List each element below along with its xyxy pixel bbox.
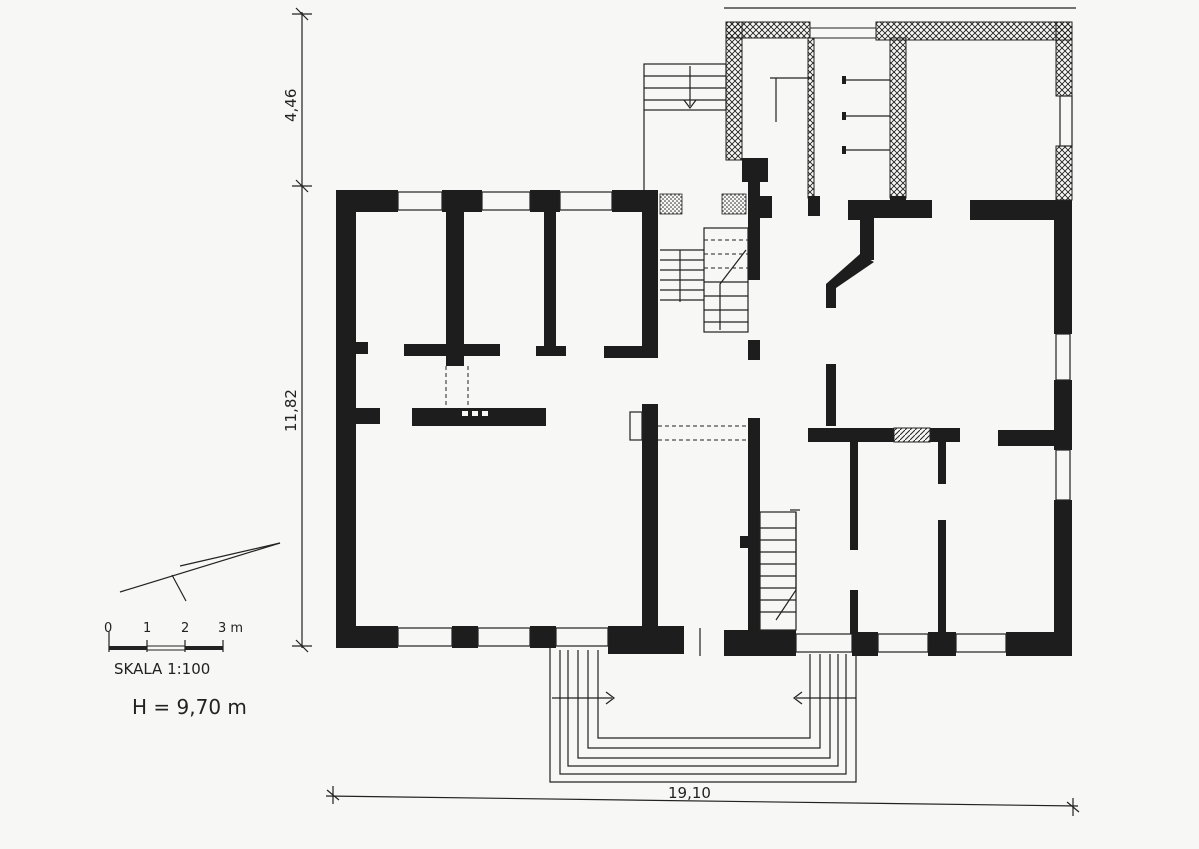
front-steps xyxy=(549,648,857,783)
scale-tick-1: 1 xyxy=(143,621,151,636)
bottom-dimension-line xyxy=(325,786,1080,816)
main-height-label: 11,82 xyxy=(282,389,300,432)
scale-tick-2: 2 xyxy=(181,621,189,636)
scale-label: SKALA 1:100 xyxy=(114,660,210,678)
north-arrow xyxy=(119,542,281,602)
scale-bar xyxy=(108,632,224,652)
lower-staircase xyxy=(759,509,800,631)
stove-openings xyxy=(462,411,488,416)
total-width-label: 19,10 xyxy=(668,784,711,802)
north-wing xyxy=(725,21,1073,216)
upper-staircase xyxy=(660,227,749,333)
interior-walls xyxy=(354,160,1072,634)
top-height-label: 4,46 xyxy=(282,89,300,122)
chimney-block-right xyxy=(721,193,747,215)
dashed-openings xyxy=(445,366,748,441)
chimney-block-left xyxy=(659,193,683,215)
scale-tick-3: 3 m xyxy=(218,621,243,636)
scale-tick-0: 0 xyxy=(104,621,112,636)
windows xyxy=(397,95,1073,653)
left-dimension-line xyxy=(292,7,312,653)
back-steps xyxy=(643,63,727,190)
height-note: H = 9,70 m xyxy=(132,695,247,719)
hatched-chimney xyxy=(893,427,931,443)
